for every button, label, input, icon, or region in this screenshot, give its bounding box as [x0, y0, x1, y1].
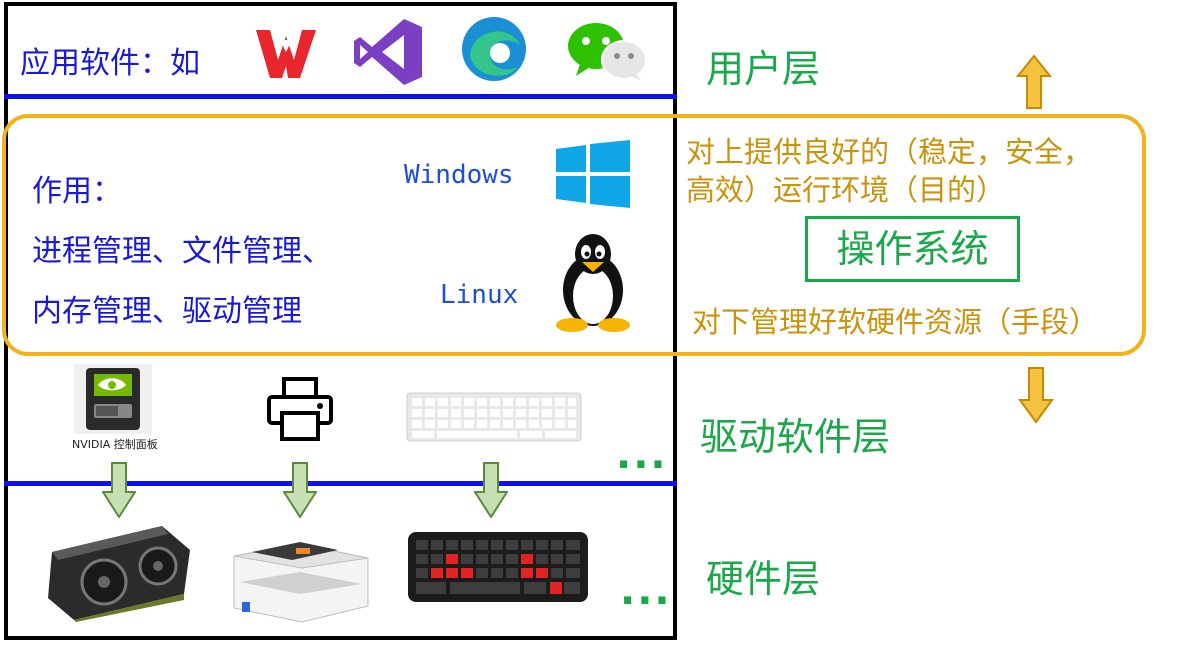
- os-region-outline: [2, 114, 1146, 356]
- os-role-label: 作用：: [32, 174, 122, 209]
- os-title: 操作系统: [805, 216, 1020, 282]
- nvidia-caption: NVIDIA 控制面板: [72, 438, 158, 451]
- visual-studio-icon: [352, 17, 424, 87]
- os-upward-purpose-line1: 对上提供良好的（稳定，安全，: [686, 135, 1093, 169]
- linux-tux-icon: [554, 232, 632, 332]
- os-role-line1: 进程管理、文件管理、: [32, 234, 332, 269]
- graphics-card-image: [44, 522, 192, 622]
- keyboard-driver-arrow-icon: [474, 462, 508, 518]
- nvidia-control-panel-icon: [70, 362, 156, 434]
- os-upward-purpose-line2: 高效）运行环境（目的）: [686, 173, 1006, 207]
- app-os-divider: [4, 94, 677, 99]
- printer-driver-icon: [266, 376, 334, 442]
- wps-icon: [254, 26, 320, 82]
- os-role-line2: 内存管理、驱动管理: [32, 294, 302, 329]
- stack-frame: [4, 2, 677, 640]
- gaming-keyboard-image: [406, 526, 590, 606]
- app-layer-label: 应用软件：如: [20, 46, 200, 81]
- driver-hardware-divider: [4, 481, 677, 486]
- down-arrow-icon: [1018, 366, 1054, 424]
- os-downward-means: 对下管理好软硬件资源（手段）: [692, 305, 1099, 339]
- gpu-driver-arrow-icon: [102, 462, 136, 518]
- wechat-icon: [566, 20, 648, 82]
- hardware-layer-label: 硬件层: [706, 557, 821, 601]
- linux-label: Linux: [440, 280, 519, 310]
- user-layer-label: 用户层: [706, 47, 821, 91]
- hardware-row-ellipsis: ...: [620, 568, 672, 614]
- driver-row-ellipsis: ...: [616, 432, 668, 478]
- windows-logo-icon: [556, 140, 630, 208]
- laser-printer-image: [230, 522, 372, 624]
- windows-label: Windows: [404, 160, 514, 190]
- keyboard-driver-icon: [406, 392, 582, 442]
- up-arrow-icon: [1016, 54, 1052, 110]
- driver-layer-label: 驱动软件层: [700, 415, 891, 459]
- edge-icon: [460, 15, 528, 83]
- printer-driver-arrow-icon: [283, 462, 317, 518]
